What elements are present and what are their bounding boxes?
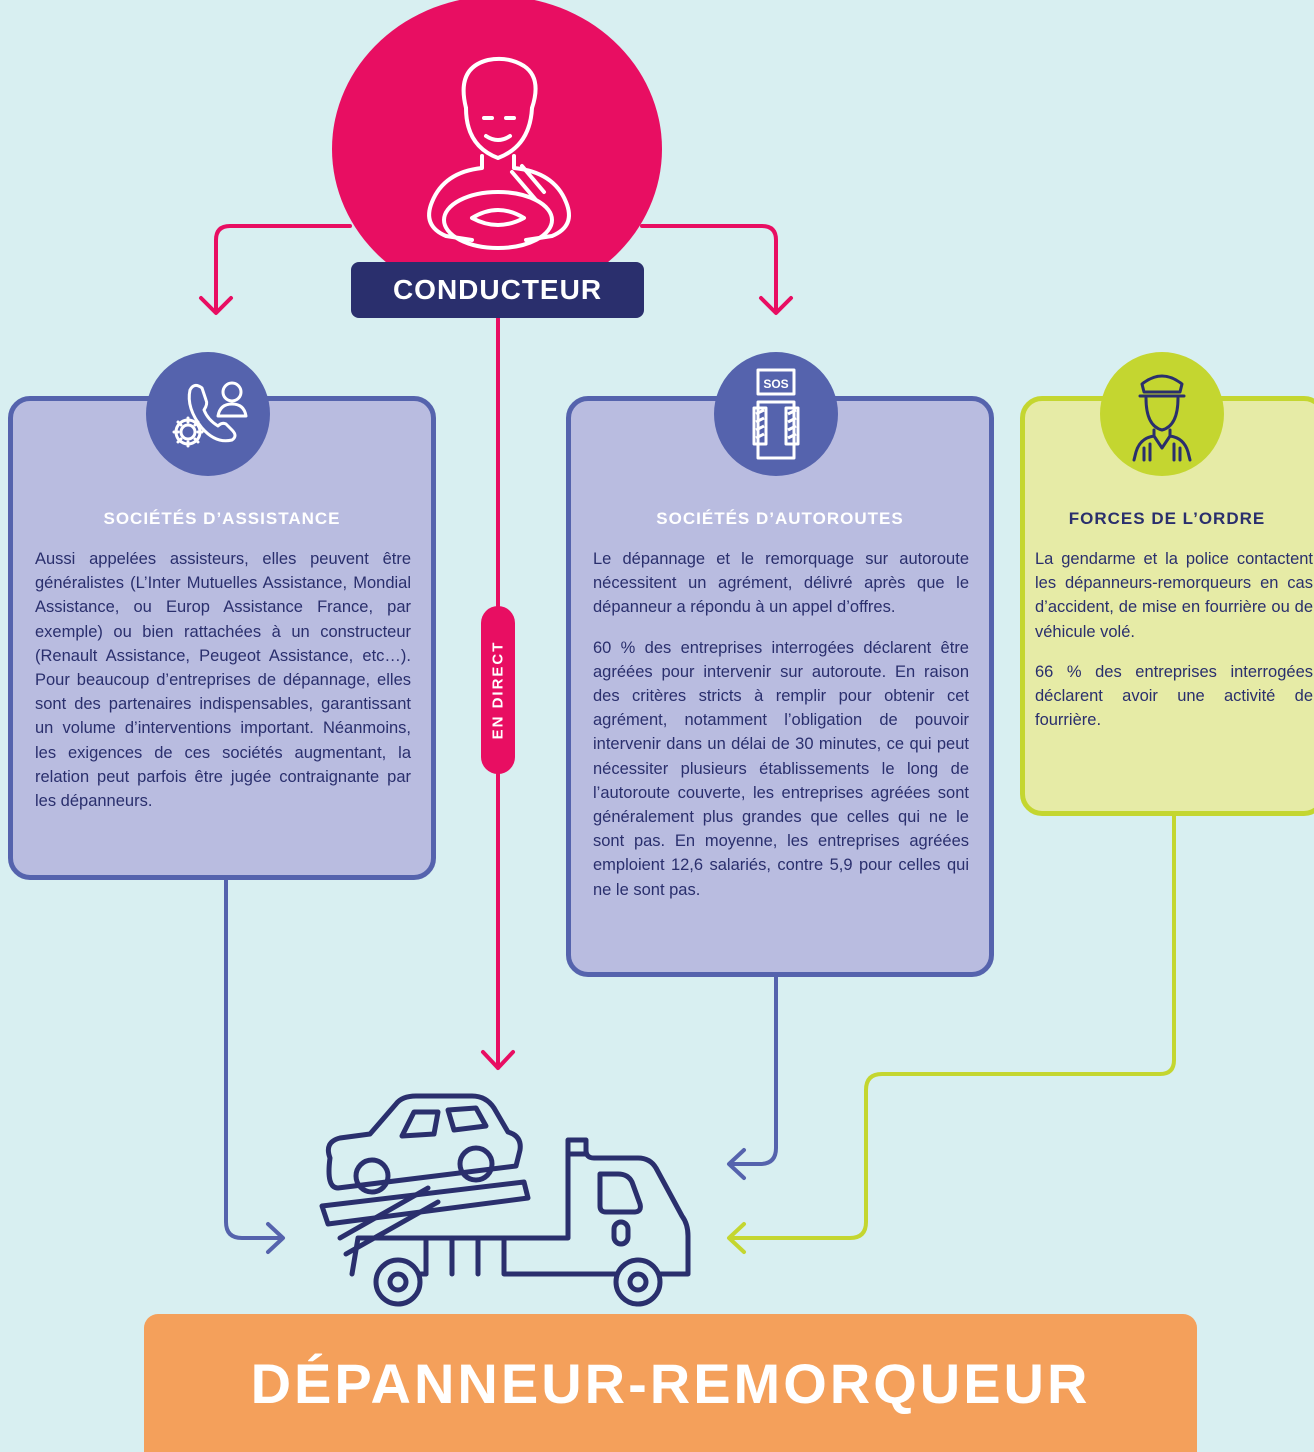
- tow-truck-icon: [319, 1093, 691, 1307]
- assistance-title: SOCIÉTÉS D’ASSISTANCE: [103, 509, 341, 528]
- depanneur-remorqueur-label: DÉPANNEUR-REMORQUEUR: [250, 1351, 1091, 1415]
- en-direct-label: EN DIRECT: [489, 640, 507, 740]
- depanneur-remorqueur-bar: DÉPANNEUR-REMORQUEUR: [144, 1314, 1197, 1452]
- arrow-autoroutes-to-depanneur: [727, 973, 778, 1180]
- assistance-text: Aussi appelées assisteurs, elles peuvent…: [35, 547, 411, 829]
- autoroutes-text: Le dépannage et le remorquage sur autoro…: [593, 547, 969, 918]
- sos-sign-text: SOS: [763, 377, 788, 391]
- arrow-assistance-to-depanneur: [224, 876, 285, 1254]
- assistance-icon-circle: [146, 352, 270, 476]
- forces-paragraph-2: 66 % des entreprises interrogées déclare…: [1035, 662, 1313, 730]
- assistance-box: SOCIÉTÉS D’ASSISTANCE Aussi appelées ass…: [8, 396, 436, 880]
- forces-text: La gendarme et la police contactent les …: [1035, 547, 1313, 748]
- en-direct-badge: EN DIRECT: [481, 606, 515, 774]
- forces-icon-circle: [1100, 352, 1224, 476]
- conducteur-label: CONDUCTEUR: [351, 262, 644, 318]
- conducteur-circle: [332, 0, 662, 302]
- driver-icon: [427, 56, 571, 250]
- forces-paragraph-1: La gendarme et la police contactent les …: [1035, 550, 1313, 641]
- autoroutes-box: SOCIÉTÉS D’AUTOROUTES Le dépannage et le…: [566, 396, 994, 977]
- autoroutes-paragraph-1: Le dépannage et le remorquage sur autoro…: [593, 550, 969, 617]
- phone-support-icon: [172, 381, 248, 448]
- autoroutes-paragraph-2: 60 % des entreprises interrogées déclare…: [593, 638, 969, 899]
- autoroutes-icon-circle: SOS: [714, 352, 838, 476]
- arrow-forces-to-depanneur: [727, 420, 1176, 1254]
- forces-title: FORCES DE L’ORDRE: [1068, 509, 1266, 528]
- assistance-paragraph: Aussi appelées assisteurs, elles peuvent…: [35, 550, 411, 811]
- police-officer-icon: [1132, 374, 1192, 462]
- sos-road-icon: SOS: [752, 368, 800, 460]
- arrow-conducteur-to-autoroutes: [640, 224, 793, 315]
- autoroutes-title: SOCIÉTÉS D’AUTOROUTES: [656, 509, 904, 528]
- arrow-conducteur-to-assistance: [199, 224, 352, 315]
